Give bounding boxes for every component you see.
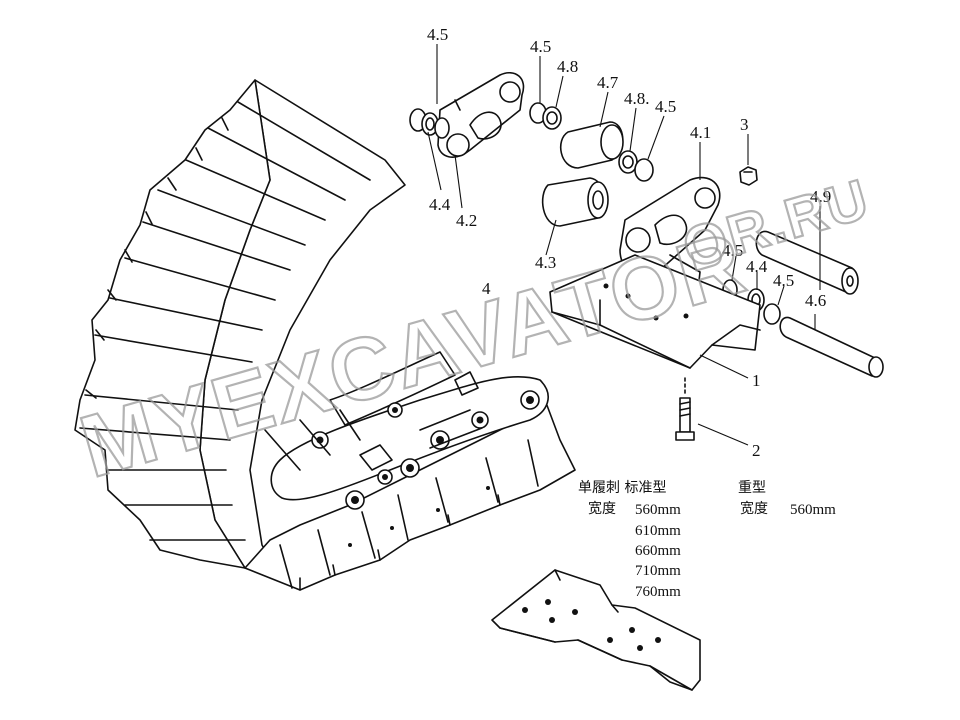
label-3: 3	[740, 115, 749, 134]
part-4-2-track-link	[437, 71, 525, 158]
label-4-5-d: 4.5	[773, 271, 794, 290]
shoe-width-spec-table: 单履刺 标准型 重型 宽度 宽度 560mm 610mm 660mm 710mm…	[578, 480, 836, 600]
part-4-6-pin	[779, 316, 884, 378]
part-4-9-pin	[755, 230, 859, 295]
part-labels: 4.5 4.5 4.8 4.7 4.8. 4.5 4.1 3 4.4 4.2 4…	[427, 25, 831, 460]
standard-width-3: 660mm	[635, 543, 681, 559]
standard-width-5: 760mm	[635, 584, 681, 600]
label-2: 2	[752, 441, 761, 460]
label-4-9: 4.9	[810, 187, 831, 206]
label-1: 1	[752, 371, 761, 390]
standard-width-1: 560mm	[635, 502, 681, 518]
leader-lines	[427, 44, 821, 446]
label-4-5-a: 4.5	[530, 37, 551, 56]
label-4: 4	[482, 279, 491, 298]
heavy-type-header: 重型	[738, 480, 766, 496]
label-4-5-b: 4.5	[655, 97, 676, 116]
part-2-bolt	[675, 377, 695, 441]
standalone-track-shoe	[491, 569, 701, 691]
label-4-5-top: 4.5	[427, 25, 448, 44]
label-4-4-b: 4.4	[746, 257, 768, 276]
label-4-4-a: 4.4	[429, 195, 451, 214]
part-4-3-bushing	[541, 177, 609, 227]
label-4-5-c: 4.5	[722, 241, 743, 260]
standard-width-4: 710mm	[635, 563, 681, 579]
label-4-7: 4.7	[597, 73, 619, 92]
label-4-3: 4.3	[535, 253, 556, 272]
part-4-4-4-5-seals-left	[409, 108, 450, 139]
track-chain-assembly	[74, 79, 576, 591]
label-4-8-b: 4.8.	[624, 89, 650, 108]
part-4-1-track-link	[619, 176, 721, 291]
label-4-2: 4.2	[456, 211, 477, 230]
label-4-8-a: 4.8	[557, 57, 578, 76]
heavy-width: 560mm	[790, 502, 836, 518]
part-1-track-shoe	[549, 254, 761, 369]
label-4-6: 4.6	[805, 291, 826, 310]
width-label-standard: 宽度	[588, 500, 616, 517]
part-4-7-bushing-with-seals	[529, 102, 654, 182]
standard-width-2: 610mm	[635, 523, 681, 539]
part-3-nut	[739, 166, 758, 186]
label-4-1: 4.1	[690, 123, 711, 142]
width-label-heavy: 宽度	[740, 500, 768, 517]
standard-type-header: 单履刺 标准型	[578, 480, 666, 496]
